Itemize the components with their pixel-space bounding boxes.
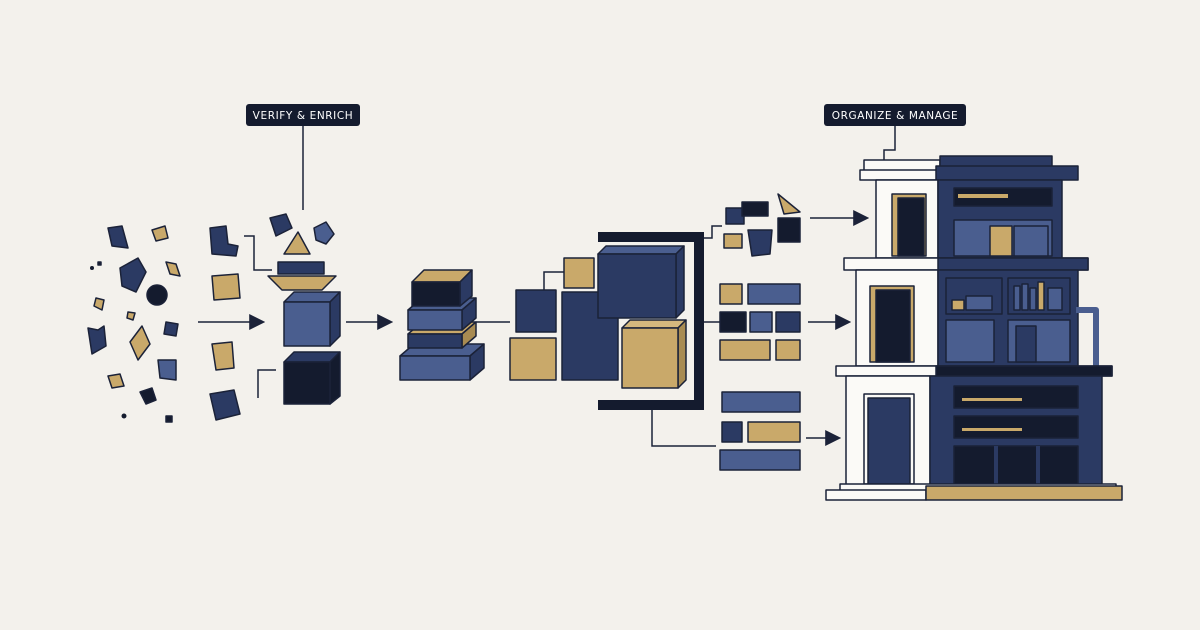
sorted-group-top-icon [723,193,801,257]
enrich-connector-bottom [257,369,276,398]
enriched-cube-icon [283,351,341,405]
sorted-group-middle-icon [719,283,801,361]
verified-cube-icon [283,291,341,347]
sort-connector-bottom [651,410,716,447]
stacked-slabs-icon [399,269,485,381]
sorted-group-bottom-icon [719,391,801,471]
block-cluster-icon [509,245,687,389]
organize-connector [883,126,896,160]
organize-label: ORGANIZE & MANAGE [824,104,966,126]
funnel-icon [267,261,337,291]
input-fragments-icon [209,213,335,421]
building-icon [825,155,1123,501]
sort-connector-top [704,225,722,239]
svg-text:VERIFY & ENRICH: VERIFY & ENRICH [253,110,354,122]
enrich-connector-top [244,235,272,271]
svg-text:ORGANIZE & MANAGE: ORGANIZE & MANAGE [832,110,959,122]
verify-label: VERIFY & ENRICH [246,104,360,126]
scattered-fragments-icon [87,225,181,423]
cluster-connector [543,271,564,290]
